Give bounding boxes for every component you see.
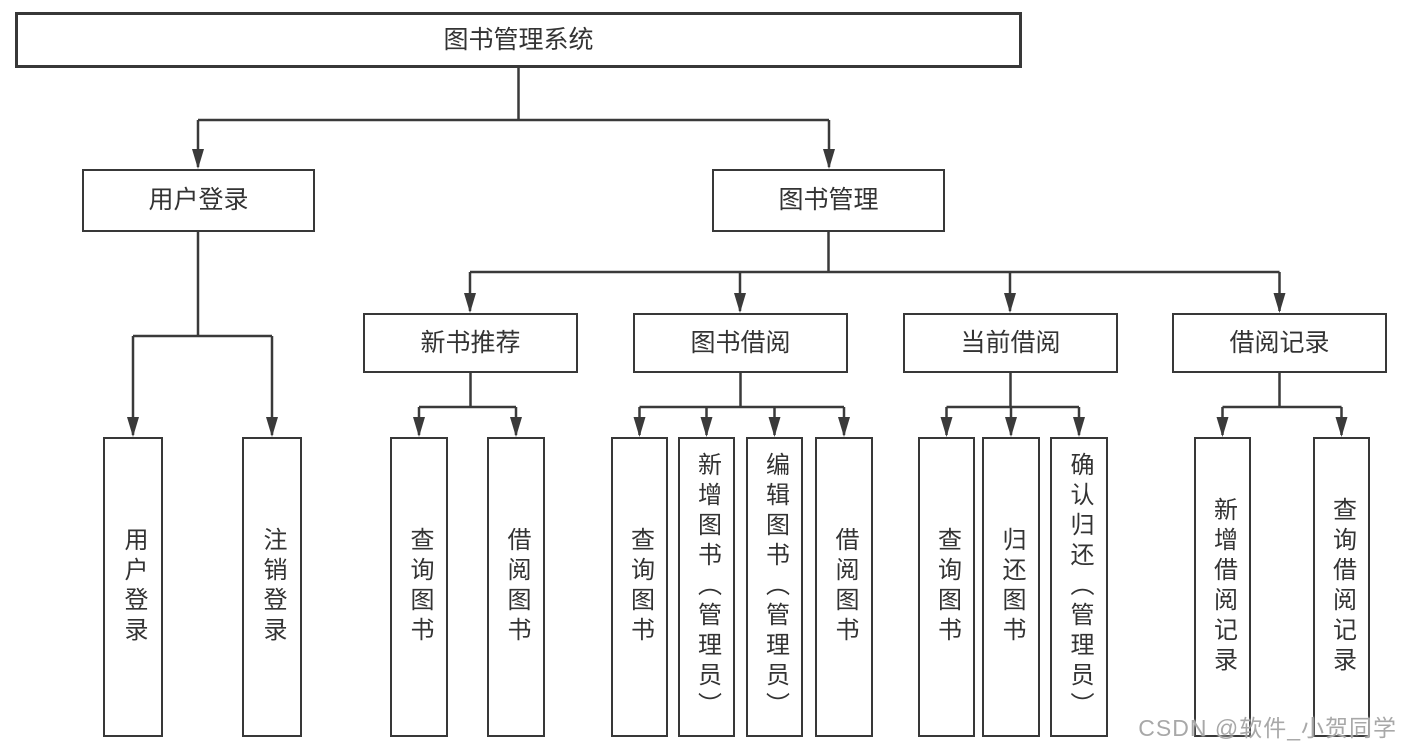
csdn-watermark: CSDN @软件_小贺同学 [1138,715,1397,741]
leaf-user-login: 用户登录 [103,437,163,737]
node-borrowing-records: 借阅记录 [1172,313,1387,373]
leaf-borrow-query-books: 查询图书 [611,437,668,737]
leaf-newbook-borrow-books: 借阅图书 [487,437,545,737]
node-library-management-system: 图书管理系统 [15,12,1022,68]
leaf-borrow-edit-book-admin: 编辑图书（管理员） [746,437,803,737]
leaf-records-add-record: 新增借阅记录 [1194,437,1251,737]
node-book-borrowing: 图书借阅 [633,313,848,373]
leaf-current-return-books: 归还图书 [982,437,1040,737]
leaf-borrow-add-book-admin: 新增图书（管理员） [678,437,735,737]
leaf-borrow-borrow-books: 借阅图书 [815,437,873,737]
leaf-logout: 注销登录 [242,437,302,737]
leaf-current-confirm-return-admin: 确认归还（管理员） [1050,437,1108,737]
node-current-borrowing: 当前借阅 [903,313,1118,373]
leaf-newbook-query-books: 查询图书 [390,437,448,737]
leaf-records-query-record: 查询借阅记录 [1313,437,1370,737]
leaf-current-query-books: 查询图书 [918,437,975,737]
node-book-management: 图书管理 [712,169,945,232]
node-new-book-recommend: 新书推荐 [363,313,578,373]
node-user-login: 用户登录 [82,169,315,232]
